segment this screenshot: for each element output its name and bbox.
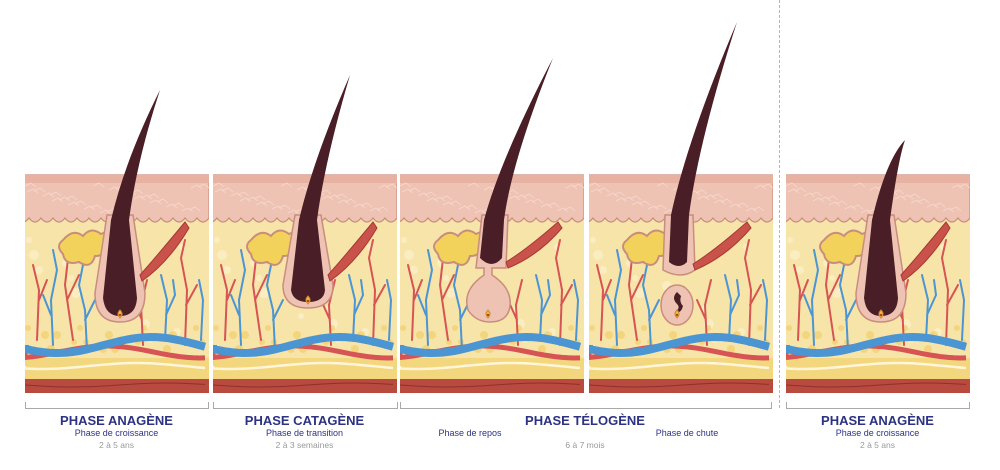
bracket-telogen	[400, 402, 772, 409]
phase-subtitle-catagen: Phase de transition	[265, 428, 344, 438]
phase-duration-anagen-2: 2 à 5 ans	[860, 440, 895, 450]
skin-panel-telogen	[391, 0, 585, 396]
phase-duration-telogen: 6 à 7 mois	[565, 440, 605, 450]
skin-panel-exogen	[580, 0, 774, 396]
phase-duration-anagen: 2 à 5 ans	[99, 440, 134, 450]
phase-title-telogen: PHASE TÉLOGÈNE	[525, 413, 645, 428]
bracket-anagen	[25, 402, 209, 409]
phase-subtitle-telogen-rest: Phase de repos	[438, 428, 502, 438]
skin-panel-anagen	[777, 0, 971, 396]
phase-title-anagen: PHASE ANAGÈNE	[60, 413, 173, 428]
hair-follicle-illustration	[204, 75, 398, 393]
phase-subtitle-telogen-fall: Phase de chute	[655, 428, 719, 438]
skin-panel-anagen	[16, 0, 210, 396]
cycle-divider	[779, 0, 780, 408]
bracket-anagen-2	[786, 402, 970, 409]
phase-subtitle-anagen-2: Phase de croissance	[835, 428, 920, 438]
skin-panel-catagen	[204, 0, 398, 396]
phase-title-anagen-2: PHASE ANAGÈNE	[821, 413, 934, 428]
hair-follicle-illustration	[391, 58, 585, 393]
phase-subtitle-anagen: Phase de croissance	[74, 428, 159, 438]
phase-duration-catagen: 2 à 3 semaines	[275, 440, 334, 450]
bracket-catagen	[213, 402, 398, 409]
hair-follicle-illustration	[777, 140, 971, 393]
hair-follicle-illustration	[580, 22, 774, 393]
hair-follicle-illustration	[16, 90, 210, 393]
phase-title-catagen: PHASE CATAGÈNE	[244, 413, 365, 428]
